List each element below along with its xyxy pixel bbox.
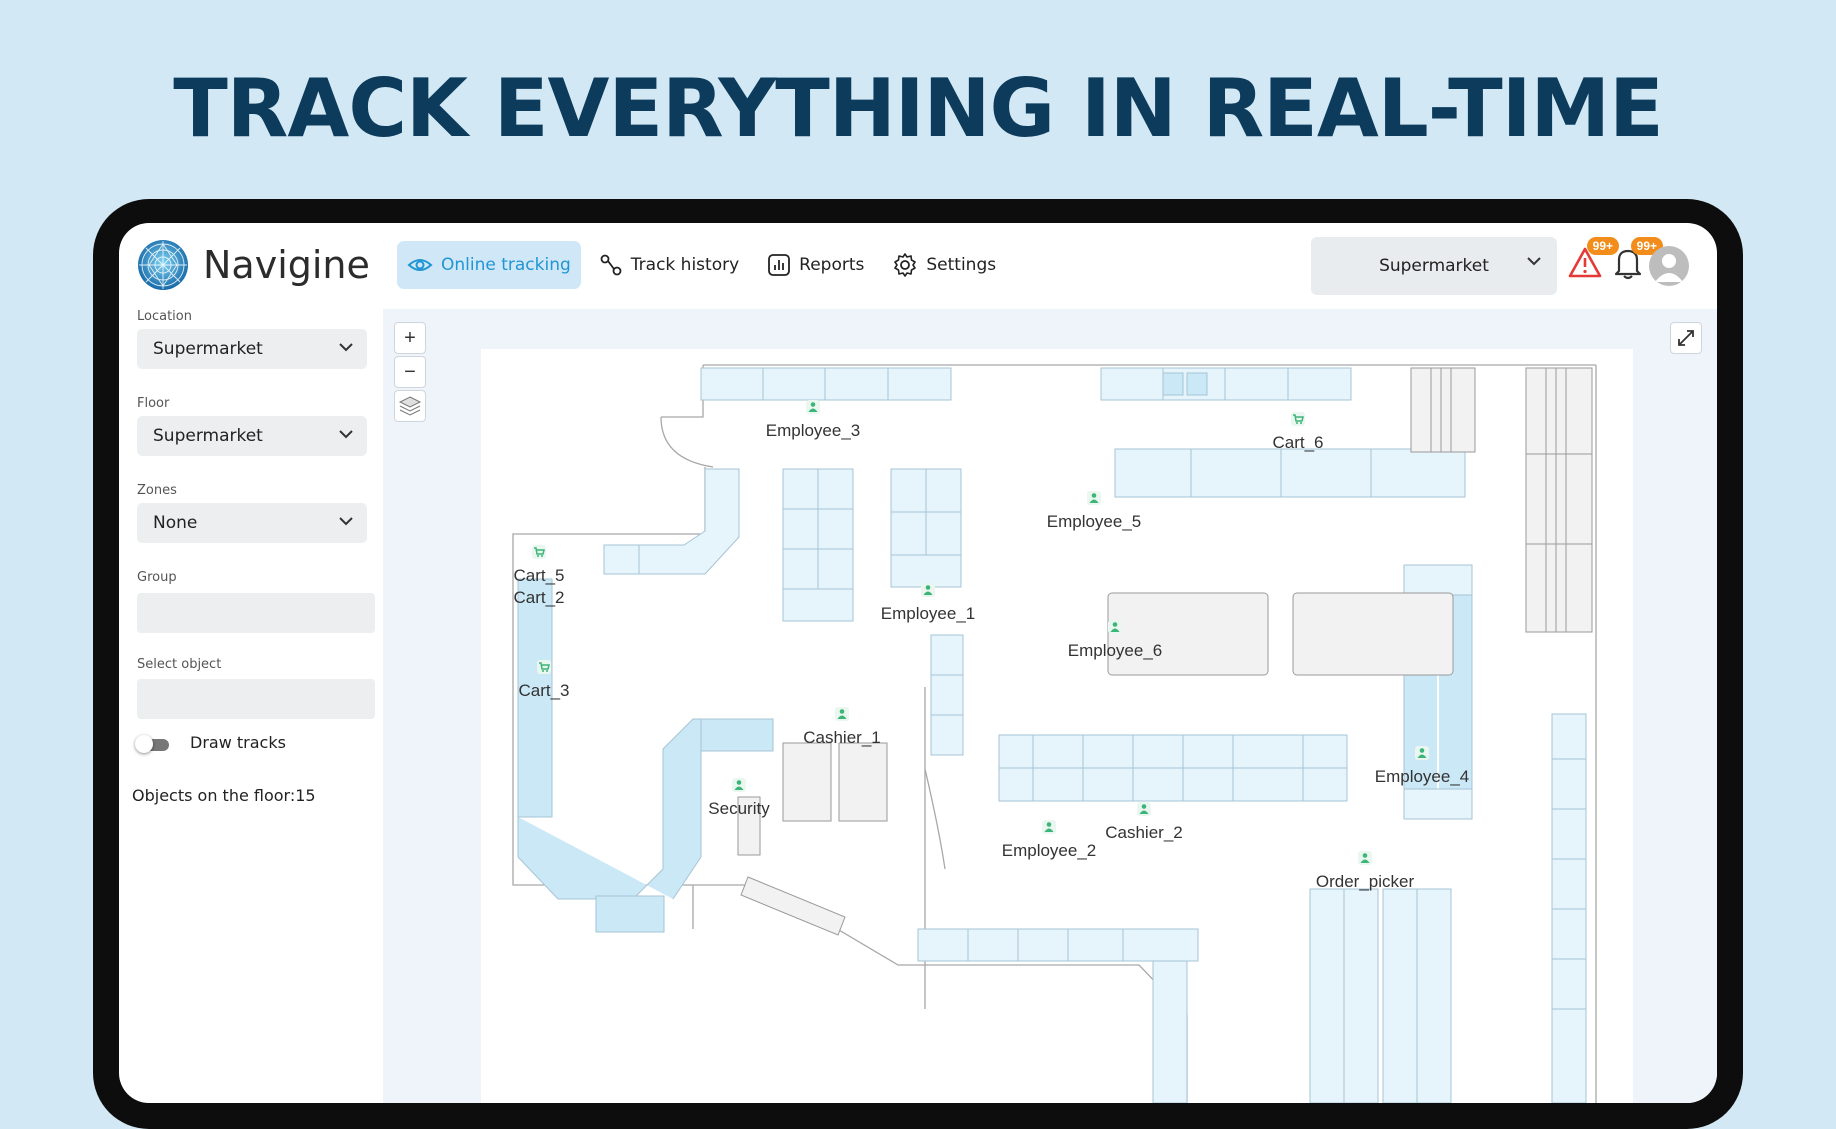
marker-label-order_picker[interactable]: Order_picker xyxy=(1315,872,1415,891)
warning-icon xyxy=(1568,247,1602,278)
objects-on-floor-count: Objects on the floor:15 xyxy=(132,786,316,805)
marker-label-cashier_2[interactable]: Cashier_2 xyxy=(1105,823,1183,842)
group-input[interactable] xyxy=(137,593,375,633)
employee-marker-icon[interactable] xyxy=(921,583,935,597)
employee-marker-icon[interactable] xyxy=(806,400,820,414)
marker-label-employee_6[interactable]: Employee_6 xyxy=(1067,641,1163,660)
zones-select-value: None xyxy=(153,513,198,533)
cart-marker-icon[interactable] xyxy=(1291,412,1305,426)
zones-select[interactable]: None xyxy=(137,503,367,543)
tab-reports[interactable]: Reports xyxy=(757,241,874,289)
chevron-down-icon xyxy=(1527,257,1541,266)
marker-label-security[interactable]: Security xyxy=(708,799,770,818)
chart-icon xyxy=(768,254,791,276)
route-icon xyxy=(600,254,622,276)
chevron-down-icon xyxy=(339,430,353,439)
employee-marker-icon[interactable] xyxy=(1042,820,1056,834)
marker-label-cart_6[interactable]: Cart_6 xyxy=(1272,433,1324,452)
racks xyxy=(737,367,1593,936)
shelves xyxy=(517,367,1587,1103)
tab-settings[interactable]: Settings xyxy=(882,241,1006,289)
location-select-value: Supermarket xyxy=(153,339,263,359)
eye-icon xyxy=(407,259,433,271)
marker-label-employee_2[interactable]: Employee_2 xyxy=(1001,841,1097,860)
employee-marker-icon[interactable] xyxy=(1137,802,1151,816)
draw-tracks-label: Draw tracks xyxy=(190,733,286,752)
marker-label-employee_1[interactable]: Employee_1 xyxy=(880,604,976,623)
layers-icon xyxy=(398,396,422,416)
employee-marker-icon[interactable] xyxy=(1087,491,1101,505)
tab-online-tracking-label: Online tracking xyxy=(441,255,571,275)
app-window: Navigine Online tracking Track history R… xyxy=(119,223,1717,1103)
floor-select[interactable]: Supermarket xyxy=(137,416,367,456)
location-dropdown-value: Supermarket xyxy=(1379,256,1489,276)
alerts-button[interactable]: 99+ xyxy=(1567,237,1619,285)
fullscreen-button[interactable] xyxy=(1670,322,1702,354)
tab-online-tracking[interactable]: Online tracking xyxy=(397,241,581,289)
draw-tracks-toggle[interactable] xyxy=(135,735,169,753)
location-label: Location xyxy=(137,309,192,324)
marker-label-cashier_1[interactable]: Cashier_1 xyxy=(803,728,881,747)
tab-reports-label: Reports xyxy=(799,255,865,275)
main-nav: Online tracking Track history Reports Se… xyxy=(397,241,1014,289)
marker-label-cart_3[interactable]: Cart_3 xyxy=(518,681,570,700)
toggle-knob xyxy=(135,735,153,753)
app-logo[interactable]: Navigine xyxy=(137,239,370,291)
location-select[interactable]: Supermarket xyxy=(137,329,367,369)
sidebar: Location Supermarket Floor Supermarket Z… xyxy=(119,309,383,1103)
marker-label-employee_3[interactable]: Employee_3 xyxy=(765,421,861,440)
floor-label: Floor xyxy=(137,396,170,411)
marker-label-cart_5[interactable]: Cart_5 xyxy=(513,566,565,585)
cart-marker-icon[interactable] xyxy=(537,660,551,674)
notifications-button[interactable]: 99+ xyxy=(1611,237,1663,285)
tab-settings-label: Settings xyxy=(926,255,997,275)
tab-track-history-label: Track history xyxy=(630,255,740,275)
expand-icon xyxy=(1678,330,1694,346)
floor-plan[interactable] xyxy=(383,309,1717,1103)
tab-track-history[interactable]: Track history xyxy=(589,241,749,289)
select-object-label: Select object xyxy=(137,657,222,672)
chevron-down-icon xyxy=(339,343,353,352)
zones-label: Zones xyxy=(137,483,177,498)
navigine-logo-icon xyxy=(138,240,188,290)
floor-select-value: Supermarket xyxy=(153,426,263,446)
user-icon xyxy=(1655,254,1683,282)
marker-label-employee_4[interactable]: Employee_4 xyxy=(1374,767,1470,786)
zoom-out-button[interactable]: − xyxy=(394,356,426,388)
marker-label-cart_2[interactable]: Cart_2 xyxy=(513,588,565,607)
zoom-in-button[interactable]: + xyxy=(394,322,426,354)
employee-marker-icon[interactable] xyxy=(835,707,849,721)
gear-icon xyxy=(894,253,917,277)
app-name: Navigine xyxy=(203,243,370,287)
marker-label-employee_5[interactable]: Employee_5 xyxy=(1046,512,1142,531)
employee-marker-icon[interactable] xyxy=(1358,851,1372,865)
user-avatar[interactable] xyxy=(1649,246,1689,286)
page-headline: TRACK EVERYTHING IN REAL-TIME xyxy=(173,62,1664,155)
employee-marker-icon[interactable] xyxy=(1415,746,1429,760)
group-label: Group xyxy=(137,570,177,585)
layers-button[interactable] xyxy=(394,390,426,422)
cart-marker-icon[interactable] xyxy=(532,545,546,559)
alerts-badge: 99+ xyxy=(1586,237,1619,255)
employee-marker-icon[interactable] xyxy=(732,778,746,792)
employee-marker-icon[interactable] xyxy=(1108,620,1122,634)
select-object-input[interactable] xyxy=(137,679,375,719)
bell-icon xyxy=(1614,249,1642,280)
chevron-down-icon xyxy=(339,517,353,526)
location-dropdown[interactable]: Supermarket xyxy=(1311,237,1557,295)
